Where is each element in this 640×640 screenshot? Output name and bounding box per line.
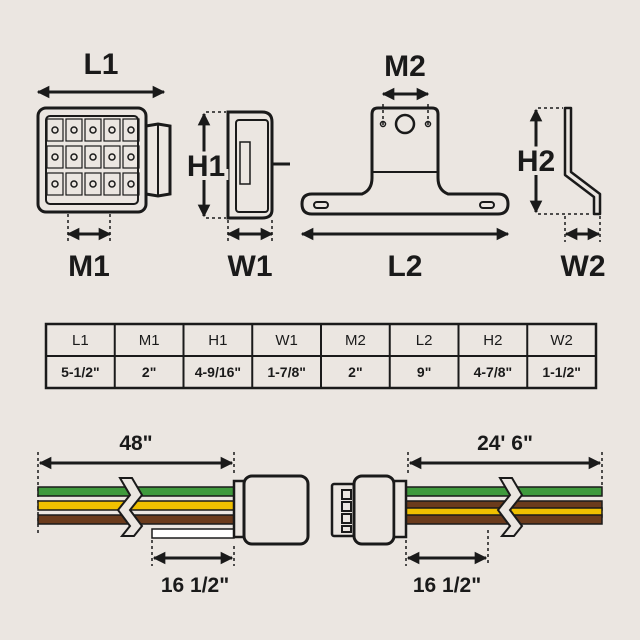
dimension-L2: L2 [300, 227, 510, 283]
label-W1: W1 [228, 250, 273, 283]
harness-left-lead: 16 1/2" [161, 574, 229, 597]
led [65, 145, 83, 169]
cut-mark-right [496, 477, 524, 537]
harness-left: 48" 16 1/2" [37, 432, 310, 597]
harness-right-length: 24' 6" [477, 432, 533, 455]
led [46, 172, 64, 196]
table-header-cell: L1 [72, 332, 89, 349]
led [65, 118, 83, 142]
led [103, 172, 121, 196]
led [103, 118, 121, 142]
label-M2: M2 [384, 50, 426, 83]
table-value-cell: 2" [142, 364, 156, 380]
led [46, 118, 64, 142]
led [84, 172, 102, 196]
label-M1: M1 [68, 250, 110, 283]
connector-male [330, 474, 408, 546]
led [122, 172, 140, 196]
table-value-cell: 5-1/2" [61, 364, 100, 380]
dimension-M2: M2 [381, 50, 430, 128]
label-L2: L2 [387, 250, 422, 283]
dimension-M1: M1 [66, 214, 112, 283]
harness-right: 24' 6" 16 1/2" [330, 432, 603, 597]
dimension-W2: W2 [561, 216, 606, 283]
led [84, 145, 102, 169]
bracket-front-view [300, 106, 510, 216]
label-W2: W2 [561, 250, 606, 283]
dimension-H1: H1 [183, 111, 229, 219]
led [65, 172, 83, 196]
table-header-cell: H2 [483, 332, 502, 349]
dimension-H2: H2 [513, 107, 592, 215]
table-header-cell: W2 [550, 332, 573, 349]
harness-left-length: 48" [119, 432, 152, 455]
table-value-cell: 1-1/2" [542, 364, 581, 380]
cut-mark-left [116, 477, 144, 537]
bracket-side-view [563, 106, 602, 216]
table-value-cell: 9" [417, 364, 431, 380]
dimension-W1: W1 [226, 220, 274, 283]
label-L1: L1 [83, 48, 118, 81]
led [46, 145, 64, 169]
led [103, 145, 121, 169]
table-value-cell: 2" [348, 364, 362, 380]
light-side-view [226, 110, 290, 220]
dimension-table: L1 M1 H1 W1 M2 L2 H2 W2 5-1/2" 2" 4-9/16" 1-7/8" 2" 9… [44, 322, 598, 390]
dimension-L1: L1 [36, 48, 166, 99]
led [122, 118, 140, 142]
harness-right-lead: 16 1/2" [413, 574, 481, 597]
light-front-view [36, 106, 172, 214]
table-header-cell: M1 [139, 332, 160, 349]
table-header-cell: W1 [275, 332, 298, 349]
table-header-cell: M2 [345, 332, 366, 349]
led [122, 145, 140, 169]
connector-female [232, 474, 310, 546]
led [84, 118, 102, 142]
label-H1: H1 [187, 150, 225, 183]
led-grid [46, 118, 140, 196]
label-H2: H2 [517, 145, 555, 178]
table-value-cell: 4-7/8" [474, 364, 513, 380]
table-value-cell: 4-9/16" [195, 364, 241, 380]
table-value-cell: 1-7/8" [267, 364, 306, 380]
table-header-cell: L2 [416, 332, 433, 349]
table-header-cell: H1 [208, 332, 227, 349]
